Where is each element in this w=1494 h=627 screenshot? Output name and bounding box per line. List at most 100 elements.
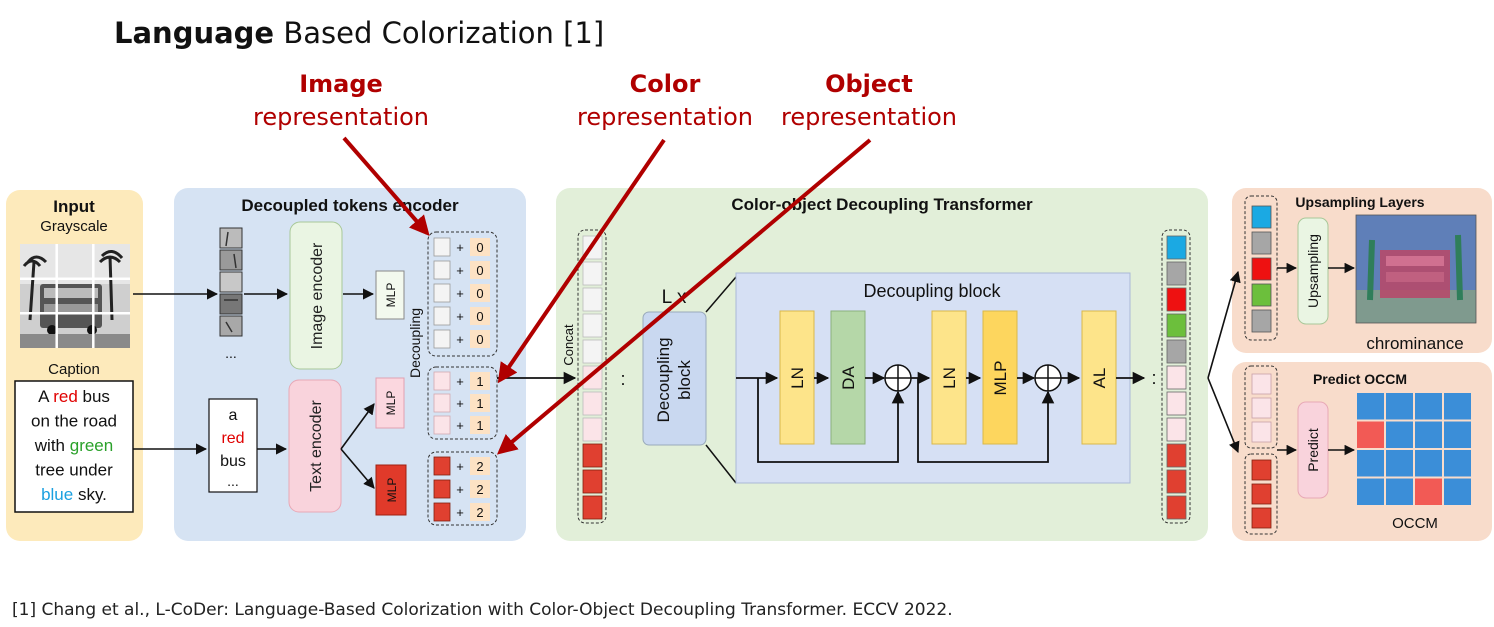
concat-label: Concat <box>561 324 576 366</box>
occm-color-tokens <box>1244 365 1278 449</box>
occm-cell <box>1386 393 1413 420</box>
output-token <box>1166 391 1187 416</box>
caption-word: red <box>53 387 78 406</box>
color-token-rows: +1+1+1 <box>433 371 490 435</box>
occm-cell <box>1357 421 1384 448</box>
mlp-object <box>375 464 407 516</box>
caption-line: on the road <box>31 412 117 431</box>
occm-cell <box>1444 393 1471 420</box>
concat-token <box>582 469 603 494</box>
image-encoder <box>289 221 343 370</box>
layer-mlp-label: MLP <box>991 361 1010 396</box>
token-2: bus <box>220 453 246 470</box>
caption-word: A <box>38 387 53 406</box>
plus-sign: + <box>456 396 464 411</box>
layer-ln-2-label: LN <box>940 367 959 389</box>
object-token-rows: +2+2+2 <box>433 456 490 522</box>
caption-word: with <box>34 436 70 455</box>
token-1: red <box>221 430 244 447</box>
caption-word: bus <box>78 387 110 406</box>
caption-line: tree under <box>35 461 113 480</box>
output-tokens <box>1166 235 1187 520</box>
text-encoder-label: Text encoder <box>308 400 325 492</box>
callout-image-sub: representation <box>253 103 429 131</box>
occm-label: OCCM <box>1392 515 1438 532</box>
object-id-cell <box>470 480 490 498</box>
decoupling-block-mini <box>642 311 707 446</box>
plus-sign: + <box>456 374 464 389</box>
callout-object-sub: representation <box>781 103 957 131</box>
plus-sign: + <box>456 459 464 474</box>
plus-sign: + <box>456 286 464 301</box>
grayscale-image <box>20 244 130 348</box>
object-token-group <box>427 451 498 526</box>
object-id: 2 <box>476 482 483 497</box>
patch-ellipsis: ... <box>225 345 237 361</box>
occm-object-tokens <box>1244 453 1278 535</box>
image-id: 0 <box>476 332 483 347</box>
concat-column <box>577 229 607 524</box>
occm-cell <box>1357 478 1384 505</box>
image-token <box>433 329 451 349</box>
output-token <box>1166 443 1187 468</box>
layer-ln-1-label: LN <box>788 367 807 389</box>
occm-cell <box>1357 393 1384 420</box>
mlp-object-label: MLP <box>385 478 399 503</box>
token-0: a <box>229 407 238 424</box>
object-token <box>433 456 451 476</box>
image-id-cell <box>470 238 490 256</box>
text-encoder <box>288 379 342 513</box>
plus-sign: + <box>456 263 464 278</box>
caption-word: sky. <box>73 485 107 504</box>
mlp-color <box>375 377 405 429</box>
color-id: 1 <box>476 418 483 433</box>
image-id: 0 <box>476 309 483 324</box>
title-rest: Based Colorization [1] <box>274 16 605 50</box>
color-id-cell <box>470 394 490 412</box>
image-token <box>433 306 451 326</box>
plus-sign: + <box>456 332 464 347</box>
concat-token <box>582 287 603 312</box>
concat-token <box>582 417 603 442</box>
image-id: 0 <box>476 286 483 301</box>
output-token <box>1166 235 1187 260</box>
image-id: 0 <box>476 240 483 255</box>
mlp-image <box>375 270 405 320</box>
slide-title: Language Based Colorization [1] <box>114 16 604 50</box>
layer-ln-2 <box>931 310 967 445</box>
output-token <box>1166 417 1187 442</box>
occm-cell <box>1415 478 1442 505</box>
output-token <box>1166 261 1187 286</box>
output-split-arrows <box>1207 270 1241 454</box>
caption-line: A red bus <box>38 387 110 406</box>
object-token <box>433 502 451 522</box>
callout-arrows <box>342 136 872 455</box>
plus-sign: + <box>456 240 464 255</box>
transformer-heading: Color-object Decoupling Transformer <box>731 195 1033 214</box>
layer-da-label: DA <box>839 366 858 390</box>
output-dots: : <box>1151 368 1156 388</box>
grayscale-label: Grayscale <box>40 218 108 235</box>
caption-word: green <box>70 436 113 455</box>
upsampling-module <box>1297 217 1329 325</box>
callout-color-head: Color <box>630 70 701 98</box>
occm-cell <box>1415 393 1442 420</box>
occm-cell <box>1415 450 1442 477</box>
color-token <box>433 415 451 435</box>
encoder-heading: Decoupled tokens encoder <box>241 196 459 215</box>
mlp-image-label: MLP <box>384 283 398 308</box>
callout-object-head: Object <box>825 70 913 98</box>
concat-token <box>582 339 603 364</box>
image-token <box>433 237 451 257</box>
layer-ln-1 <box>779 310 815 445</box>
decoupling-block-title: Decoupling block <box>863 281 1001 301</box>
occm-cell <box>1444 478 1471 505</box>
token-3: ... <box>227 473 239 489</box>
caption-line: blue sky. <box>41 485 107 504</box>
decoupling-block-mini-line2: block <box>675 360 694 400</box>
plus-sign: + <box>456 482 464 497</box>
decoupling-label: Decoupling <box>407 308 423 378</box>
caption-word: tree under <box>35 461 113 480</box>
image-token-group <box>427 231 498 357</box>
color-id: 1 <box>476 396 483 411</box>
